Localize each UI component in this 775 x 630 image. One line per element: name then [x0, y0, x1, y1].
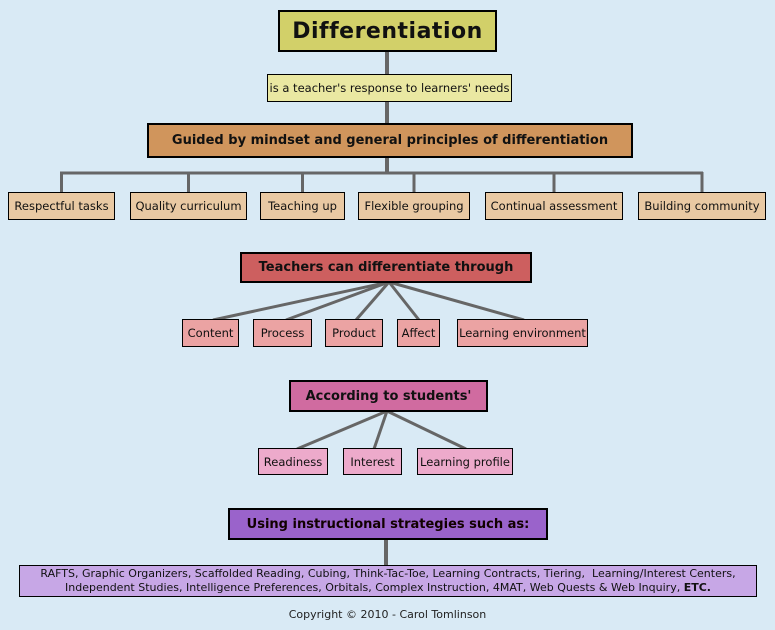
strategies-list-line2-text: Independent Studies, Intelligence Prefer…: [65, 581, 684, 594]
header-according-to-students: According to students': [289, 380, 488, 412]
node-readiness: Readiness: [258, 448, 328, 475]
node-interest: Interest: [343, 448, 402, 475]
node-learning-environment: Learning environment: [457, 319, 588, 347]
strategies-list-etc: ETC.: [683, 581, 711, 594]
header-instructional-strategies: Using instructional strategies such as:: [228, 508, 548, 540]
node-content: Content: [182, 319, 239, 347]
node-flexible-grouping: Flexible grouping: [358, 192, 470, 220]
header-teachers-differentiate: Teachers can differentiate through: [240, 252, 532, 283]
node-affect: Affect: [397, 319, 440, 347]
copyright-text: Copyright © 2010 - Carol Tomlinson: [288, 608, 487, 621]
strategies-list: RAFTS, Graphic Organizers, Scaffolded Re…: [19, 565, 757, 597]
node-building-community: Building community: [638, 192, 766, 220]
node-differentiation-title: Differentiation: [278, 10, 497, 52]
node-product: Product: [325, 319, 383, 347]
header-guided-by-mindset: Guided by mindset and general principles…: [147, 123, 633, 158]
node-respectful-tasks: Respectful tasks: [8, 192, 115, 220]
node-continual-assessment: Continual assessment: [485, 192, 623, 220]
node-process: Process: [253, 319, 312, 347]
node-teacher-response: is a teacher's response to learners' nee…: [267, 74, 512, 102]
node-teaching-up: Teaching up: [260, 192, 345, 220]
node-learning-profile: Learning profile: [417, 448, 513, 475]
node-quality-curriculum: Quality curriculum: [130, 192, 247, 220]
strategies-list-line1: RAFTS, Graphic Organizers, Scaffolded Re…: [40, 567, 736, 580]
strategies-list-line2: Independent Studies, Intelligence Prefer…: [65, 581, 711, 595]
